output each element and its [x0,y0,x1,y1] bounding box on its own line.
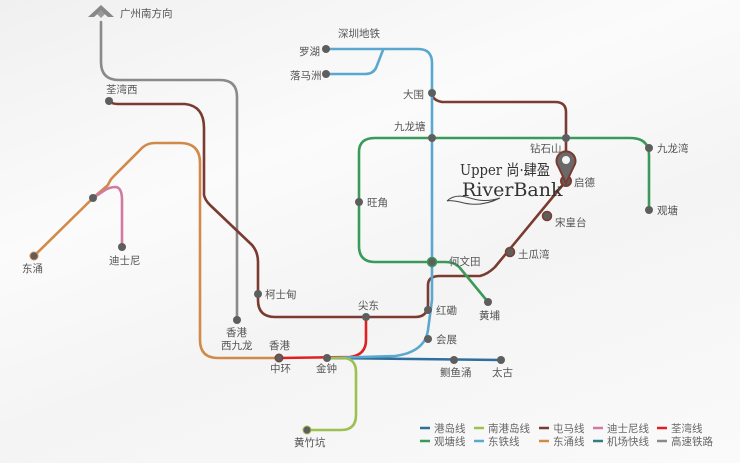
station-easttsimshatsui[interactable] [362,313,370,321]
svg-text:观塘线: 观塘线 [434,435,466,448]
line-east-rail-lokmachau [324,48,385,76]
svg-text:迪士尼线: 迪士尼线 [607,422,649,435]
label-kaitak: 启德 [574,176,595,189]
station-tsuenwanwest[interactable] [105,97,113,105]
svg-text:南港岛线: 南港岛线 [488,422,530,435]
label-central: 中环 [270,362,291,375]
svg-text:港岛线: 港岛线 [434,422,466,435]
svg-text:东铁线: 东铁线 [488,435,520,448]
station-lokmachau[interactable] [322,70,330,78]
station-luohu[interactable] [322,45,330,53]
arrow-up-icon [88,5,114,18]
svg-text:机场快线: 机场快线 [607,435,649,448]
station-kowloonbay[interactable] [645,144,653,152]
legend-item-east-rail: 东铁线 [474,435,520,448]
station-taikoo[interactable] [497,356,505,364]
station-kwuntong[interactable] [645,206,653,214]
label-diamondhill: 钻石山 [530,142,562,155]
label-sungwongtoi: 宋皇台 [555,216,587,229]
station-hunghom[interactable] [424,306,432,314]
line-east-rail [324,47,434,360]
line-tung-chung [32,141,281,360]
label-quarrybay: 鲗鱼涌 [440,366,472,379]
legend-item-high-speed: 高速铁路 [657,435,713,448]
logo-line1: Upper 尚·肆盈 [460,161,550,179]
station-quarrybay[interactable] [450,356,458,364]
logo-line2: RiverBank [462,179,563,201]
label-taikoo: 太古 [492,366,513,379]
legend-item-tsuen-wan: 荃湾线 [657,422,703,435]
label-tokwawan: 土瓜湾 [518,248,550,261]
svg-text:荃湾线: 荃湾线 [671,422,703,435]
label-easttsimshatsui: 尖东 [358,299,379,312]
station-disney[interactable] [118,243,126,251]
legend: 港岛线 南港岛线 屯马线 迪士尼线 荃湾线 观塘线 东铁线 东涌线 机场快线 高… [420,422,713,448]
station-sungwongtoi[interactable] [541,210,553,222]
label-admiralty: 金钟 [316,362,337,375]
station-austin[interactable] [254,290,262,298]
label-kwuntong: 观塘 [657,204,678,217]
label-westkowloon-line1: 香港 [226,327,247,339]
label-austin: 柯士甸 [265,288,297,301]
svg-text:屯马线: 屯马线 [553,422,585,435]
upper-riverbank-logo: Upper 尚·肆盈 RiverBank [446,161,563,205]
label-hongkong: 香港 [269,340,290,352]
station-exhibition[interactable] [424,335,432,343]
direction-label: 广州南方向 [120,7,173,20]
line-tuen-ma [107,91,568,319]
station-wongchukhang[interactable] [302,425,312,435]
label-lokmachau: 落马洲 [290,70,322,82]
label-mongkok: 旺角 [367,197,388,209]
station-tungchung[interactable] [29,251,39,261]
station-taiwai[interactable] [428,89,436,97]
station-whampoa[interactable] [484,298,492,306]
station-homantin[interactable] [426,256,438,268]
legend-item-island: 港岛线 [420,422,466,435]
line-south-island [305,356,358,432]
label-tsuenwanwest: 荃湾西 [106,83,138,96]
label-homantin: 何文田 [449,255,481,268]
legend-item-kwun-tong: 观塘线 [420,435,466,448]
label-kowloonbay: 九龙湾 [657,142,689,155]
legend-item-disney: 迪士尼线 [593,422,649,435]
station-diamondhill[interactable] [562,134,570,142]
station-central[interactable] [274,353,284,363]
station-tokwawan[interactable] [504,246,516,258]
label-westkowloon-line2: 西九龙 [221,339,253,352]
station-westkowloon[interactable] [233,316,241,324]
label-kowloontong: 九龙塘 [394,120,426,133]
legend-item-tung-chung: 东涌线 [539,435,585,448]
line-tsuen-wan [277,315,368,360]
label-hunghom: 红磡 [436,304,457,317]
label-wongchukhang: 黄竹坑 [294,436,326,449]
label-disney: 迪士尼 [109,254,141,267]
legend-item-tuen-ma: 屯马线 [539,422,585,435]
label-exhibition: 会展 [436,333,457,346]
label-tungchung: 东涌 [22,262,43,275]
line-disney [91,185,124,249]
label-taiwai: 大围 [403,88,424,101]
station-admiralty[interactable] [323,354,331,362]
label-whampoa: 黄埔 [479,309,500,322]
legend-item-airport-express: 机场快线 [593,435,649,448]
svg-text:东涌线: 东涌线 [553,435,585,448]
station-mongkok[interactable] [355,198,363,206]
shenzhen-metro-label: 深圳地铁 [338,27,380,40]
location-pin-icon [555,150,577,186]
line-high-speed [99,20,239,322]
svg-text:高速铁路: 高速铁路 [671,435,713,448]
station-sunnybay[interactable] [89,194,97,202]
legend-item-south-island: 南港岛线 [474,422,530,435]
label-luohu: 罗湖 [299,46,320,58]
station-kowloontong[interactable] [428,134,436,142]
